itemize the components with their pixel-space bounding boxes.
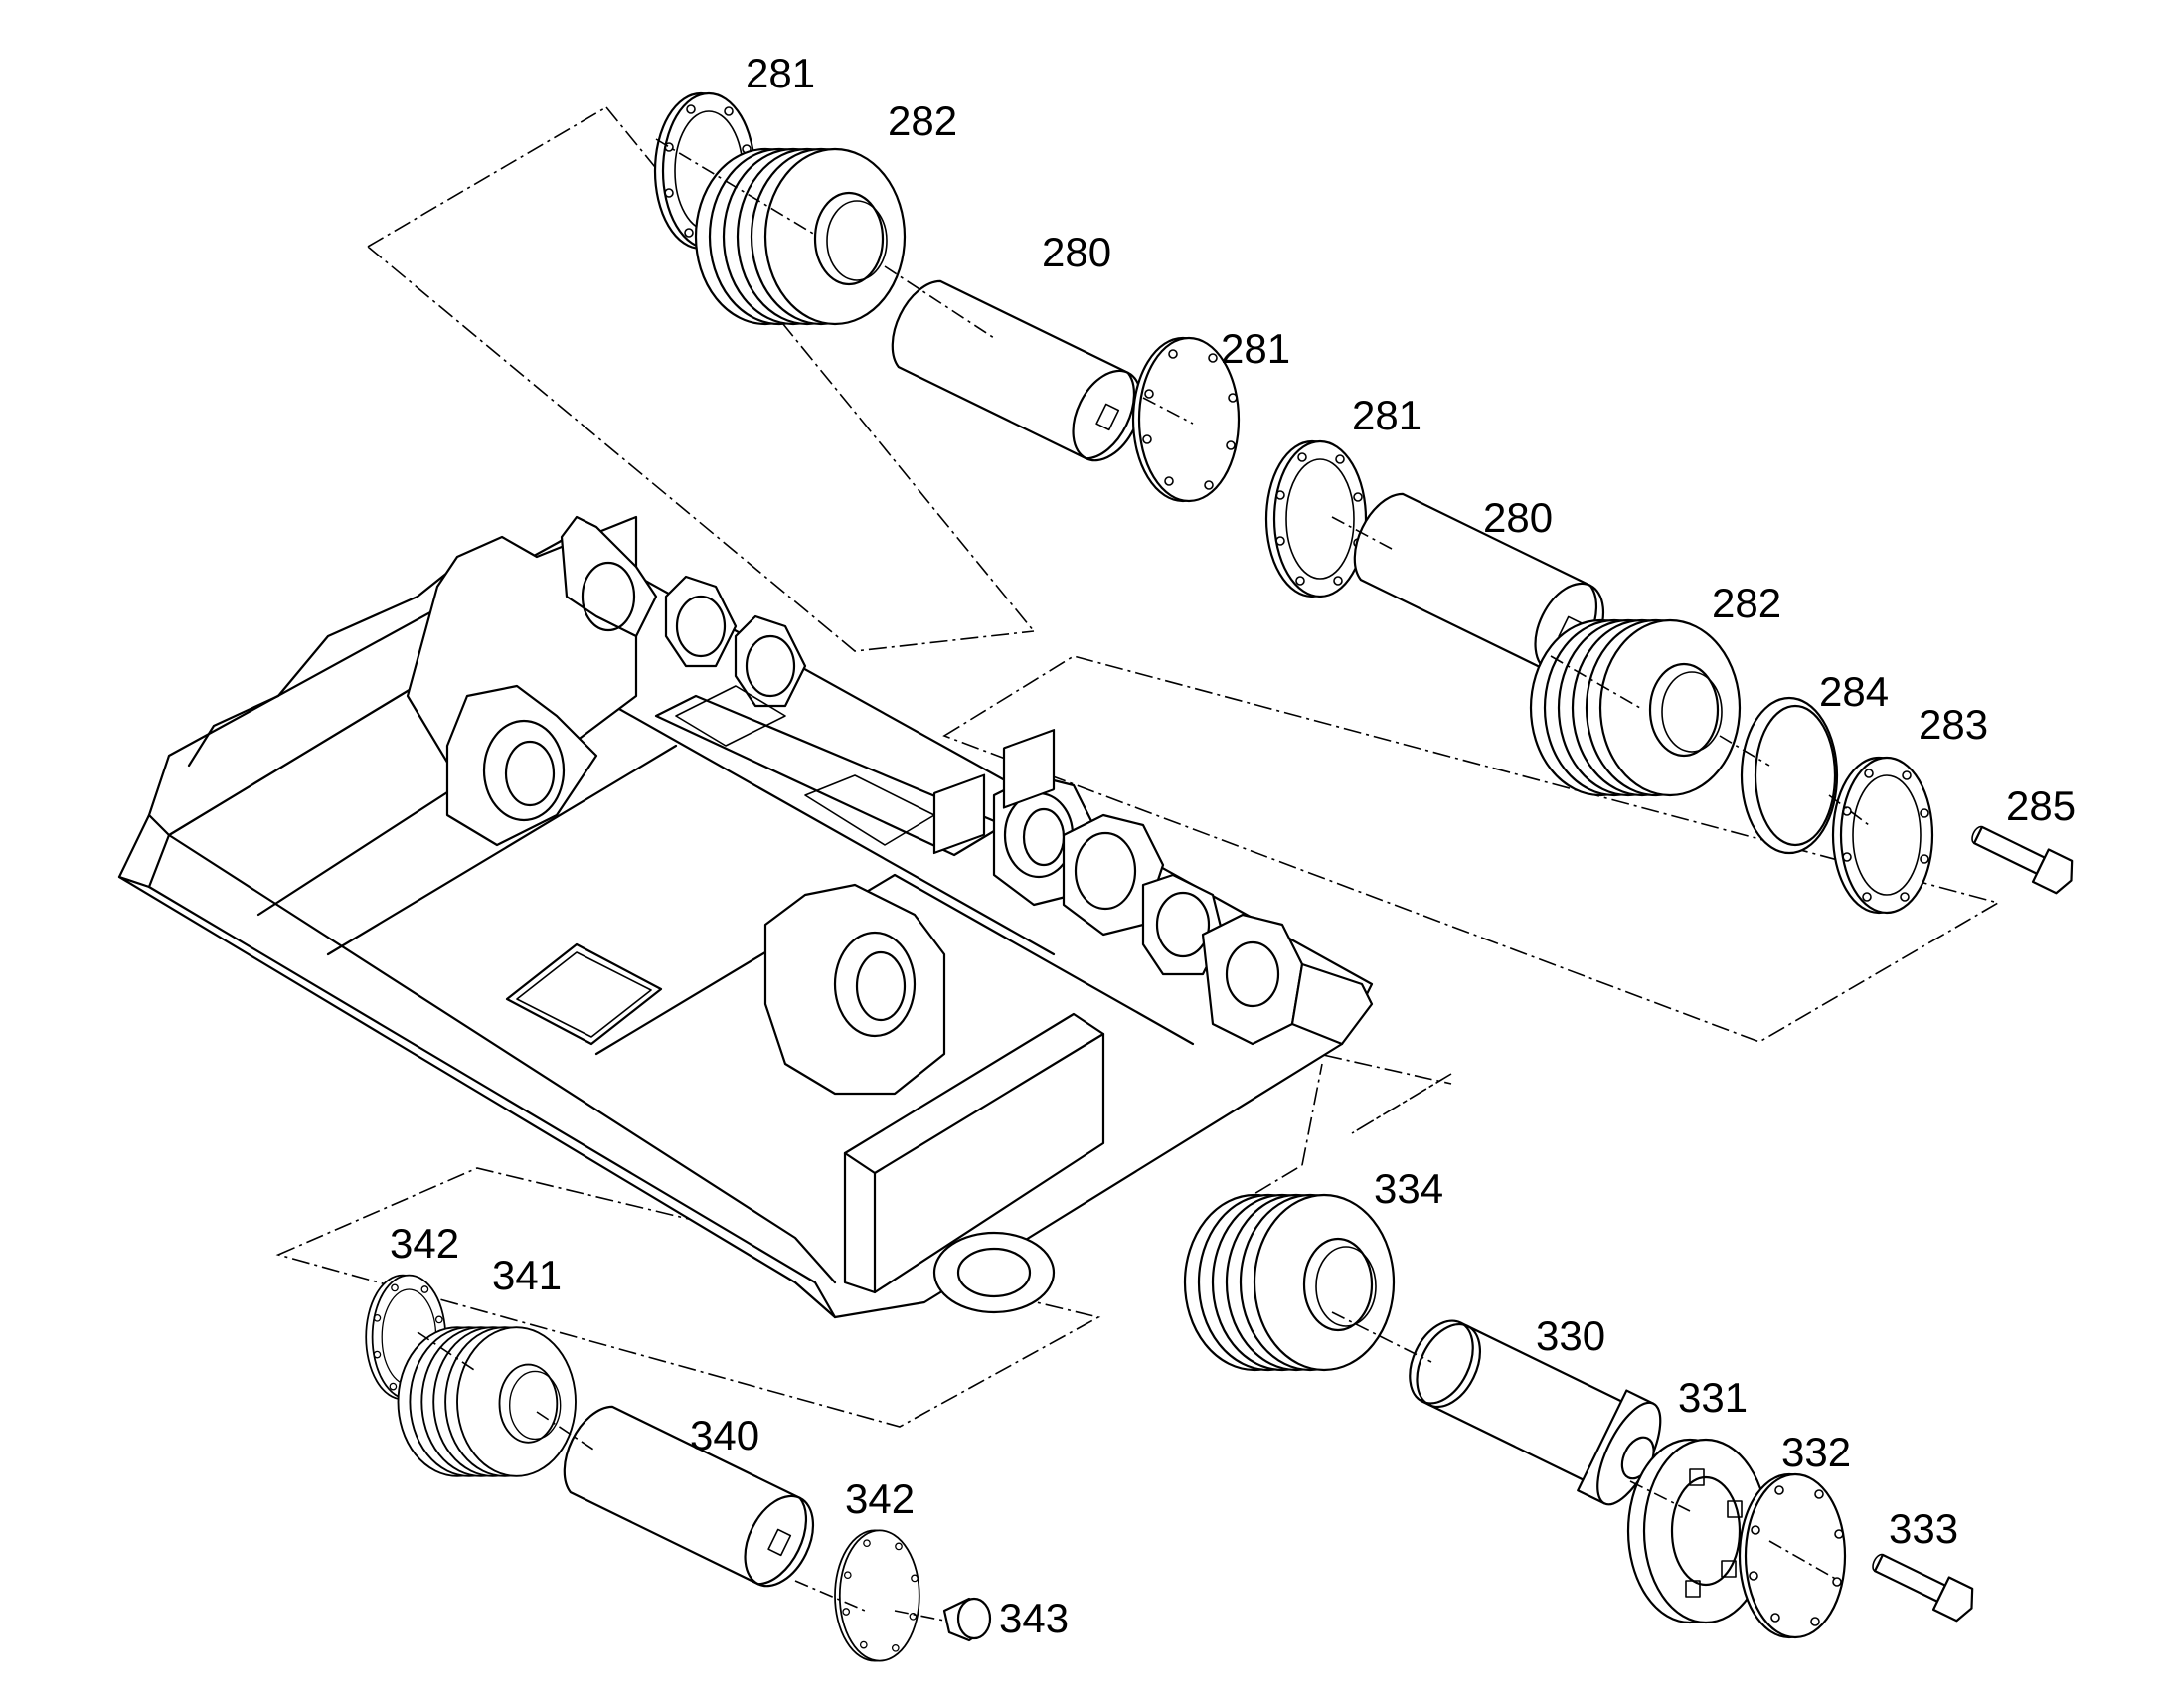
label-285: 285 (2006, 782, 2076, 829)
part-334-bushing (1183, 1193, 1396, 1372)
part-341-bushing (397, 1326, 577, 1477)
label-282-right: 282 (1712, 580, 1781, 626)
label-283: 283 (1919, 701, 1988, 748)
label-281-mid: 281 (1221, 325, 1290, 372)
part-331-retainer (1626, 1438, 1769, 1624)
part-342-right-cover (834, 1529, 920, 1662)
label-343: 343 (999, 1595, 1069, 1641)
label-332: 332 (1781, 1429, 1851, 1475)
centre-axes (417, 138, 1870, 1622)
assembly-outline-top (367, 106, 1035, 652)
label-342-right: 342 (845, 1475, 915, 1522)
part-284-snap-ring (1740, 696, 1839, 855)
assembly-outline-right (942, 655, 2001, 1043)
callout-labels: 281 282 280 281 281 280 282 284 283 285 … (390, 50, 2076, 1641)
label-342-left: 342 (390, 1220, 459, 1267)
assembly-outline-bottom-left (275, 1167, 1101, 1428)
part-282-top-bushing (694, 147, 907, 326)
main-frame (117, 515, 1374, 1319)
label-334: 334 (1374, 1165, 1443, 1212)
label-340: 340 (690, 1412, 759, 1458)
label-280-right: 280 (1483, 494, 1553, 541)
part-282-right-bushing (1529, 618, 1742, 797)
part-280-top-pin (878, 270, 1156, 473)
label-330: 330 (1536, 1312, 1605, 1359)
label-333: 333 (1889, 1505, 1958, 1552)
label-331: 331 (1678, 1374, 1748, 1421)
label-284: 284 (1819, 668, 1889, 715)
part-281-right-flange (1264, 439, 1368, 598)
label-282-top: 282 (888, 97, 957, 144)
part-333-bolt (1865, 1543, 1981, 1625)
part-332-cover (1738, 1472, 1847, 1639)
part-283-end-plate (1831, 756, 1934, 915)
label-341: 341 (492, 1252, 562, 1298)
label-281-top: 281 (746, 50, 815, 96)
label-280-top: 280 (1042, 229, 1111, 275)
part-343-plug (942, 1597, 992, 1642)
label-281-right: 281 (1352, 392, 1421, 438)
